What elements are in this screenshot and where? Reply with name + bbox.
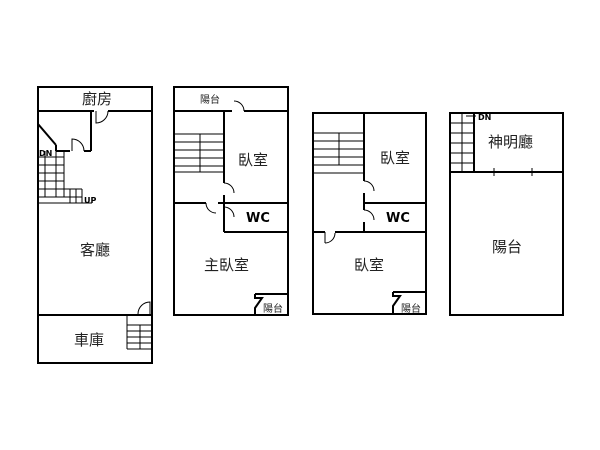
room-label-shrine-room: 神明廳 [488, 133, 533, 151]
room-label-wc: WC [246, 211, 270, 226]
room-label-wc: WC [386, 211, 410, 226]
room-label-bedroom: 臥室 [380, 149, 410, 167]
stairs-icon [38, 151, 92, 204]
stairs-icon [126, 315, 152, 350]
stairs-icon [174, 133, 224, 173]
stair-down-label: DN [39, 149, 52, 158]
room-label-bedroom: 臥室 [354, 256, 384, 274]
stairs-icon [313, 132, 364, 174]
room-label-kitchen: 廚房 [82, 90, 112, 108]
floor-4-plan: DN 神明廳 陽台 [449, 112, 564, 316]
floor-1-plan: DN UP 廚房 客廳 車庫 [37, 86, 153, 364]
stair-up-label: UP [84, 196, 96, 205]
room-label-garage: 車庫 [74, 331, 104, 349]
floor-3-plan: 臥室 WC 臥室 陽台 [312, 112, 427, 315]
room-label-small-balcony: 陽台 [263, 302, 283, 315]
room-label-balcony: 陽台 [492, 238, 522, 256]
room-label-balcony: 陽台 [200, 93, 220, 106]
room-label-bedroom: 臥室 [238, 151, 268, 169]
room-label-small-balcony: 陽台 [401, 302, 421, 315]
room-label-living-room: 客廳 [80, 241, 110, 259]
room-label-master-bedroom: 主臥室 [204, 256, 249, 274]
stair-down-label: DN [478, 113, 491, 122]
floor-2-plan: 陽台 臥室 WC 主臥室 陽台 [173, 86, 289, 316]
stairs-icon [450, 113, 476, 172]
